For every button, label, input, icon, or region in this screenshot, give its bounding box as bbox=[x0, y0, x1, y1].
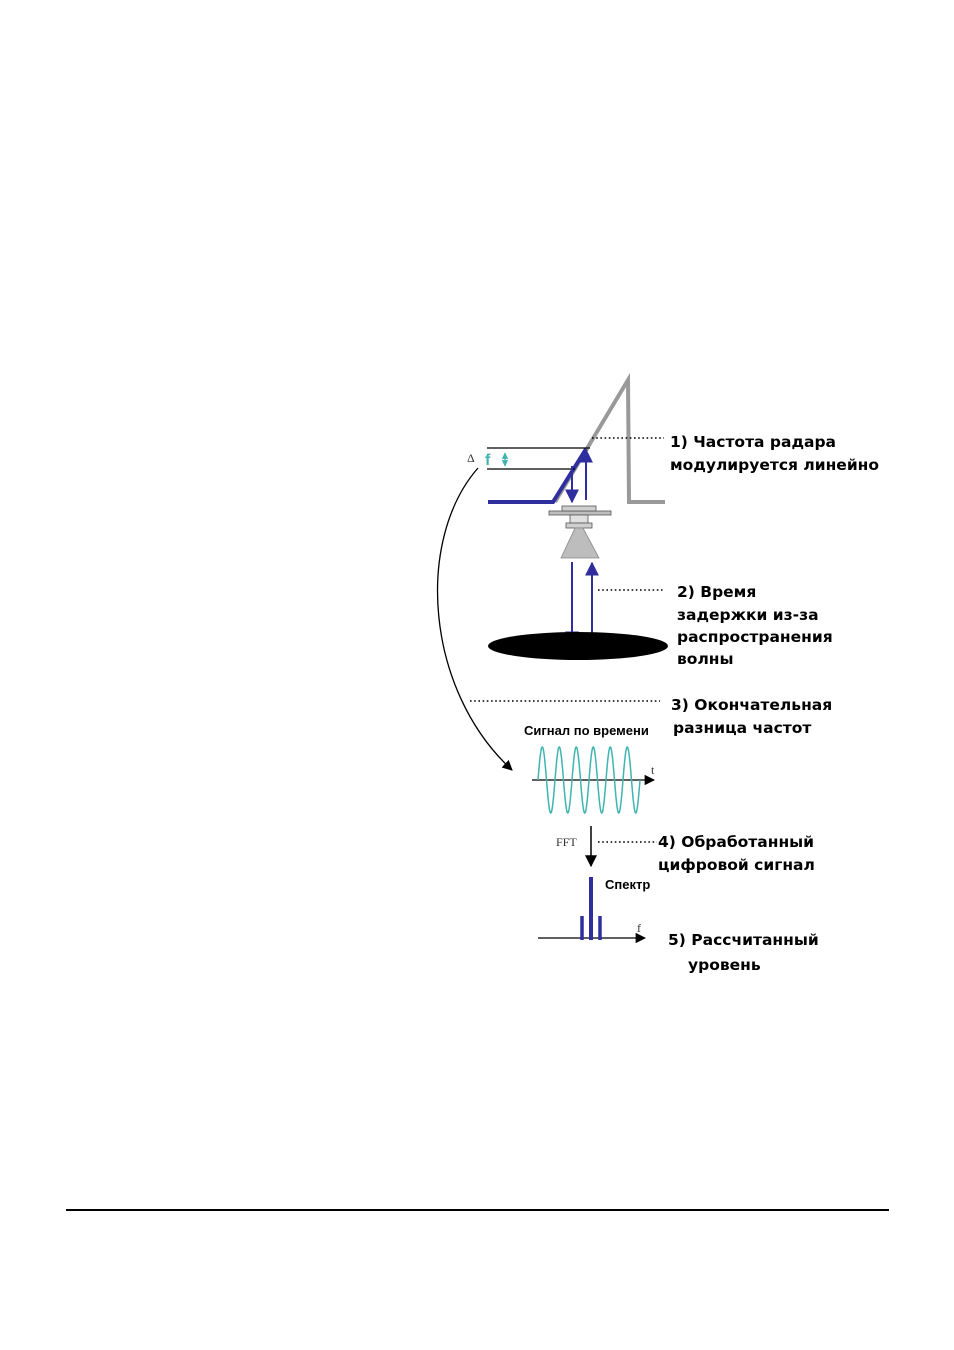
step4-label-line2: цифровой сигнал bbox=[658, 856, 815, 874]
spectrum-label: Спектр bbox=[605, 877, 650, 892]
delta-symbol: Δ bbox=[467, 451, 475, 465]
step3-label-line1: 3) Окончательная bbox=[671, 696, 832, 714]
step1-label-line1: 1) Частота радара bbox=[670, 433, 836, 451]
delta-f-curve-arrow bbox=[438, 468, 512, 770]
delta-f-label: f bbox=[485, 452, 491, 469]
step2-label-line3: распространения bbox=[677, 628, 833, 646]
step5-label-line1: 5) Рассчитанный bbox=[668, 931, 819, 949]
step2-label-line1: 2) Время bbox=[677, 583, 756, 601]
product-surface bbox=[488, 632, 668, 660]
step3-label-line2: разница частот bbox=[673, 719, 811, 737]
f-axis-label: f bbox=[637, 921, 641, 935]
radar-antenna-icon bbox=[549, 506, 611, 558]
page-divider-line bbox=[66, 1209, 889, 1211]
step1-label-line2: модулируется линейно bbox=[670, 456, 879, 474]
step2-label-line2: задержки из-за bbox=[677, 606, 819, 624]
fft-label: FFT bbox=[556, 835, 577, 849]
step5-label-line2: уровень bbox=[688, 956, 761, 974]
time-signal-label: Сигнал по времени bbox=[524, 723, 649, 738]
step2-label-line4: волны bbox=[677, 650, 734, 668]
step4-label-line1: 4) Обработанный bbox=[658, 833, 814, 851]
t-axis-label: t bbox=[651, 763, 655, 777]
